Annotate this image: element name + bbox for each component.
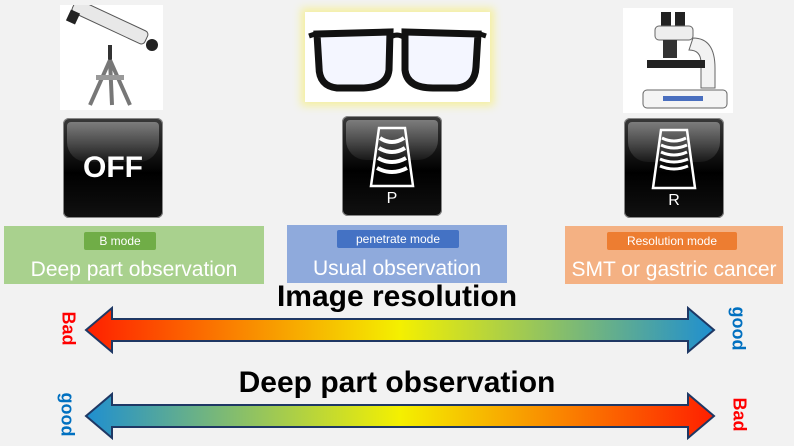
telescope-photo <box>60 0 163 110</box>
deep-part-good-label: good <box>57 392 78 437</box>
glasses-icon <box>308 28 487 92</box>
sector-scan-icon <box>651 128 697 190</box>
p-button-label: P <box>386 190 398 207</box>
sector-scan-icon <box>369 126 415 188</box>
b-mode-description: Deep part observation <box>30 258 238 281</box>
resolution-mode-panel: Resolution mode SMT or gastric cancer <box>565 226 783 284</box>
microscope-icon <box>642 12 728 109</box>
penetrate-mode-description: Usual observation <box>312 257 482 280</box>
off-button[interactable]: OFF <box>63 118 163 218</box>
penetrate-mode-button[interactable]: P <box>342 116 442 216</box>
image-resolution-arrow <box>84 306 716 354</box>
deep-part-observation-title: Deep part observation <box>238 366 556 399</box>
deep-part-bad-label: Bad <box>729 397 750 432</box>
deep-part-observation-arrow <box>84 392 716 440</box>
glasses-photo <box>305 12 490 102</box>
resolution-mode-button[interactable]: R <box>624 118 724 218</box>
microscope-photo <box>623 8 733 113</box>
penetrate-mode-badge: penetrate mode <box>337 230 459 248</box>
image-resolution-good-label: good <box>728 306 749 351</box>
r-button-label: R <box>668 192 680 209</box>
off-button-label: OFF <box>83 151 143 184</box>
resolution-mode-description: SMT or gastric cancer <box>571 258 777 281</box>
penetrate-mode-panel: penetrate mode Usual observation <box>287 225 507 283</box>
image-resolution-title: Image resolution <box>276 280 518 313</box>
b-mode-badge: B mode <box>84 232 156 250</box>
telescope-icon <box>65 0 158 106</box>
image-resolution-bad-label: Bad <box>58 311 79 346</box>
resolution-mode-badge: Resolution mode <box>607 232 737 250</box>
b-mode-panel: B mode Deep part observation <box>4 226 264 284</box>
